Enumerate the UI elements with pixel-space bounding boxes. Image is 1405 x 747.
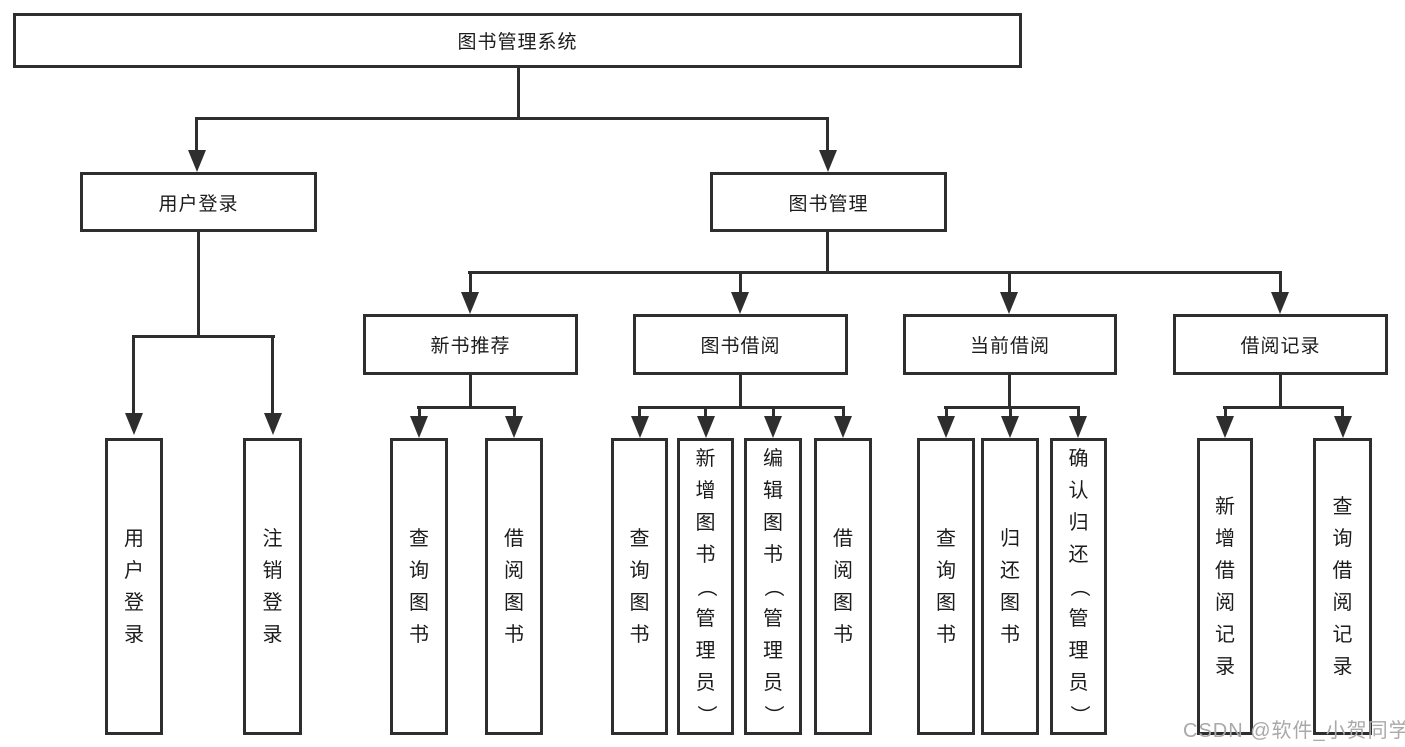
connector-bookmgmt-stem-4 (1279, 271, 1282, 294)
arrow-to-logout-leaf (264, 413, 282, 435)
node-user-login: 用户登录 (80, 172, 317, 232)
connector-current-stem-1 (945, 406, 948, 418)
connector-borrowing-stem-4 (842, 406, 845, 418)
leaf-current-confirm-label: 确认归还（管理员） (1067, 447, 1090, 725)
connector-records-stem-1 (1224, 406, 1227, 418)
connector-newbooks-stem (469, 375, 472, 409)
leaf-records-query-label: 查询借阅记录 (1332, 495, 1353, 678)
leaf-borrowing-borrow: 借阅图书 (814, 438, 872, 735)
node-library-system: 图书管理系统 (13, 13, 1022, 68)
connector-current-stem-3 (1077, 406, 1080, 418)
connector-userlogin-stem (197, 232, 200, 338)
arrow-current-leaf-3 (1069, 416, 1087, 438)
arrow-to-new-books (461, 292, 479, 314)
leaf-logout: 注销登录 (243, 438, 302, 735)
node-library-system-label: 图书管理系统 (457, 32, 578, 53)
node-current-borrow: 当前借阅 (903, 314, 1117, 375)
leaf-records-add: 新增借阅记录 (1197, 438, 1253, 735)
connector-records-hline (1223, 406, 1344, 409)
leaf-borrowing-edit-label: 编辑图书（管理员） (762, 447, 784, 725)
connector-current-hline (944, 406, 1080, 409)
csdn-watermark: CSDN @软件_小贺同学 (1183, 720, 1405, 742)
leaf-borrowing-add-label: 新增图书（管理员） (694, 447, 717, 725)
arrow-newbooks-leaf-1 (410, 416, 428, 438)
leaf-newbooks-borrow-label: 借阅图书 (504, 527, 524, 646)
connector-root-right-stem (826, 117, 829, 152)
leaf-borrowing-query: 查询图书 (611, 438, 668, 735)
leaf-current-return: 归还图书 (981, 438, 1039, 735)
connector-userlogin-hline (132, 335, 275, 338)
arrow-to-book-mgmt (819, 150, 837, 172)
node-current-borrow-label: 当前借阅 (969, 336, 1050, 357)
connector-records-stem (1279, 375, 1282, 409)
connector-newbooks-stem-1 (418, 406, 421, 418)
arrow-to-login-leaf (125, 413, 143, 435)
leaf-borrowing-add: 新增图书（管理员） (677, 438, 734, 735)
node-book-mgmt-label: 图书管理 (788, 193, 869, 215)
connector-root-hline (195, 117, 829, 120)
node-borrowing-label: 图书借阅 (700, 336, 781, 357)
connector-userlogin-right-stem (271, 335, 274, 415)
arrow-to-borrowing (731, 292, 749, 314)
arrow-records-leaf-2 (1334, 416, 1352, 438)
leaf-user-login: 用户登录 (105, 438, 163, 735)
connector-bookmgmt-hline (468, 271, 1282, 274)
leaf-records-add-label: 新增借阅记录 (1215, 495, 1235, 678)
connector-newbooks-stem-2 (513, 406, 516, 418)
arrow-borrowing-leaf-1 (631, 416, 649, 438)
arrow-current-leaf-2 (1001, 416, 1019, 438)
leaf-newbooks-query: 查询图书 (390, 438, 448, 735)
node-new-books: 新书推荐 (363, 314, 578, 375)
node-book-mgmt: 图书管理 (710, 172, 947, 232)
leaf-user-login-label: 用户登录 (124, 527, 144, 646)
connector-records-stem-2 (1341, 406, 1344, 418)
connector-borrowing-stem-2 (704, 406, 707, 418)
arrow-to-records (1271, 292, 1289, 314)
connector-borrowing-hline (638, 406, 844, 409)
node-borrowing: 图书借阅 (633, 314, 848, 375)
leaf-borrowing-edit: 编辑图书（管理员） (744, 438, 802, 735)
node-new-books-label: 新书推荐 (430, 336, 511, 357)
connector-bookmgmt-stem-3 (1008, 271, 1011, 294)
arrow-borrowing-leaf-4 (834, 416, 852, 438)
arrow-current-leaf-1 (937, 416, 955, 438)
leaf-current-query: 查询图书 (917, 438, 975, 735)
leaf-current-return-label: 归还图书 (1000, 527, 1020, 646)
leaf-current-confirm: 确认归还（管理员） (1050, 438, 1107, 735)
leaf-newbooks-query-label: 查询图书 (409, 527, 429, 646)
connector-userlogin-left-stem (132, 335, 135, 415)
node-user-login-label: 用户登录 (158, 193, 239, 215)
connector-bookmgmt-stem-2 (739, 271, 742, 294)
leaf-records-query: 查询借阅记录 (1313, 438, 1372, 735)
connector-bookmgmt-stem (826, 232, 829, 274)
arrow-to-user-login (188, 150, 206, 172)
arrow-to-current (1000, 292, 1018, 314)
connector-bookmgmt-stem-1 (469, 271, 472, 294)
connector-root-stem (517, 68, 520, 120)
leaf-logout-label: 注销登录 (262, 527, 283, 646)
leaf-borrowing-query-label: 查询图书 (629, 527, 650, 646)
arrow-borrowing-leaf-2 (697, 416, 715, 438)
leaf-current-query-label: 查询图书 (936, 527, 956, 646)
leaf-newbooks-borrow: 借阅图书 (485, 438, 543, 735)
connector-borrowing-stem-1 (638, 406, 641, 418)
arrow-newbooks-leaf-2 (505, 416, 523, 438)
connector-current-stem-2 (1009, 406, 1012, 418)
connector-current-stem (1008, 375, 1011, 409)
arrow-borrowing-leaf-3 (764, 416, 782, 438)
arrow-records-leaf-1 (1216, 416, 1234, 438)
connector-borrowing-stem (739, 375, 742, 409)
connector-newbooks-hline (417, 406, 516, 409)
connector-root-left-stem (195, 117, 198, 152)
connector-borrowing-stem-3 (772, 406, 775, 418)
leaf-borrowing-borrow-label: 借阅图书 (833, 527, 853, 646)
node-borrow-records: 借阅记录 (1173, 314, 1388, 375)
node-borrow-records-label: 借阅记录 (1240, 336, 1321, 357)
